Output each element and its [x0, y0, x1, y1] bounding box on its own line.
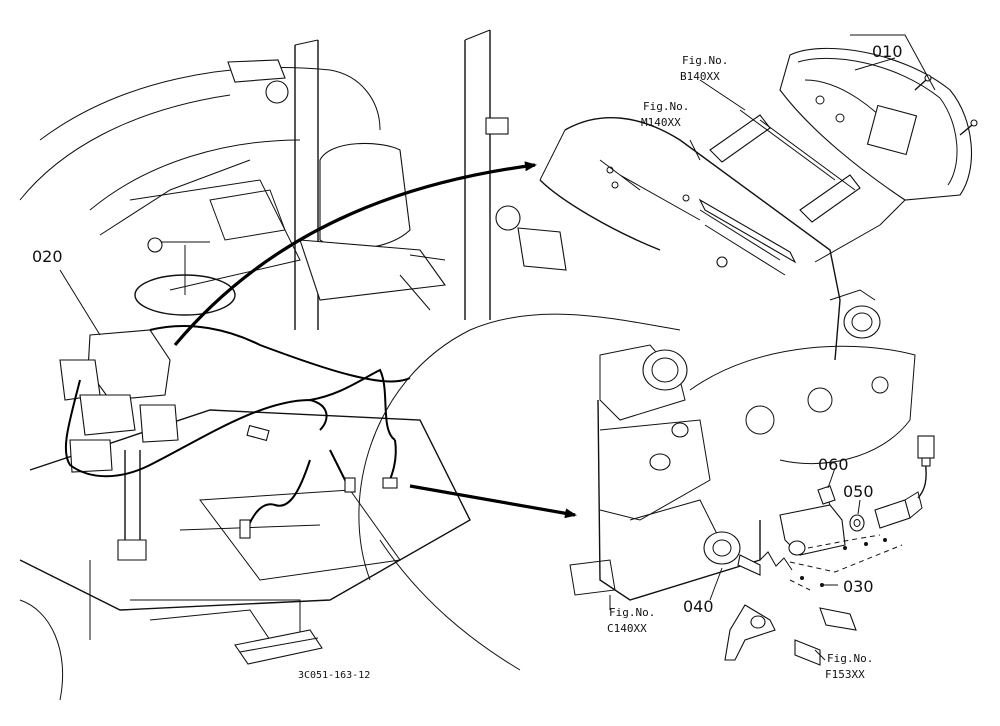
figref-m140-code: M140XX	[641, 116, 681, 129]
figref-c140-label: Fig.No.	[609, 606, 655, 619]
drawing-code: 3C051-163-12	[298, 670, 370, 681]
tractor-cab-illustration	[19, 29, 567, 701]
callout-040: 040	[683, 597, 714, 616]
figref-b140-code: B140XX	[680, 70, 720, 83]
callout-010: 010	[872, 42, 903, 61]
figref-b140-label: Fig.No.	[682, 54, 728, 67]
figref-f153-code: F153XX	[825, 668, 865, 681]
callout-030: 030	[843, 577, 874, 596]
leader-lines	[59, 57, 896, 661]
callout-060: 060	[818, 455, 849, 474]
figref-c140-code: C140XX	[607, 622, 647, 635]
callout-020: 020	[32, 247, 63, 266]
figref-f153-label: Fig.No.	[827, 652, 873, 665]
callout-050: 050	[843, 482, 874, 501]
arrow-to-meter-panel	[173, 161, 537, 347]
sensor-parts	[703, 435, 935, 666]
meter-panel-010	[779, 34, 978, 263]
figref-m140-label: Fig.No.	[643, 100, 689, 113]
panel-frame-illustration	[539, 109, 881, 361]
engine-housing-illustration	[358, 313, 916, 601]
arrow-to-sensor	[409, 484, 577, 519]
